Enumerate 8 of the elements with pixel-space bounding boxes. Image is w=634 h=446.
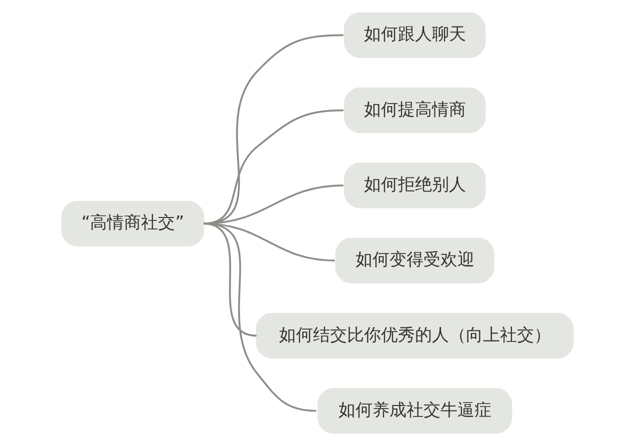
node-box: 如何变得受欢迎: [334, 238, 494, 284]
node-box: 如何提高情商: [343, 88, 486, 134]
node-box: 如何结交比你优秀的人（向上社交）: [255, 312, 574, 358]
node-box: 如何跟人聊天: [343, 12, 486, 58]
connector: [202, 222, 316, 412]
node-box: 如何拒绝别人: [343, 162, 486, 208]
node-box: “高情商社交”: [60, 200, 204, 246]
node-box: 如何养成社交牛逼症: [317, 388, 512, 434]
